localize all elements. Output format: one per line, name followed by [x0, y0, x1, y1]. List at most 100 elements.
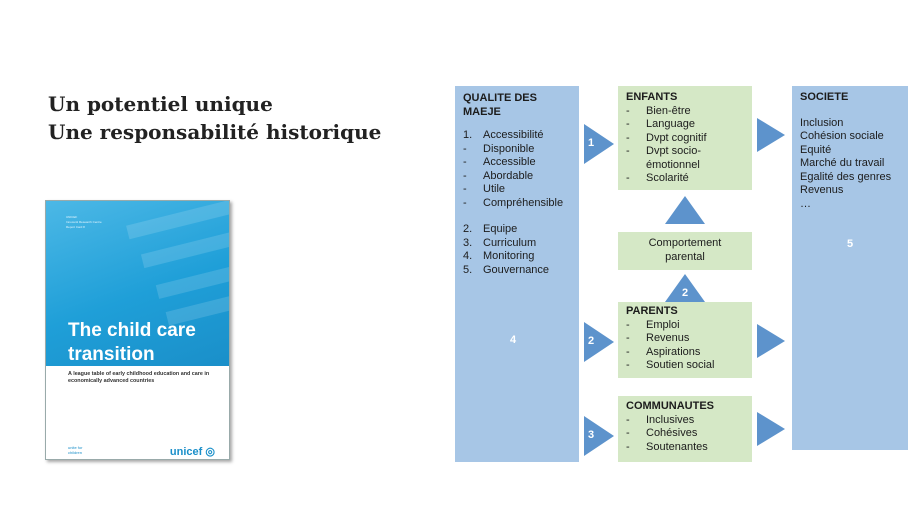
cover-stripe	[126, 201, 229, 240]
list-text: Revenus	[646, 332, 690, 344]
list-item: 1.Accessibilité	[463, 129, 579, 143]
list-item: - Revenus	[626, 332, 752, 346]
list-marker: -	[626, 345, 630, 358]
qualite-list-1: 1.Accessibilité -Disponible -Accessible …	[463, 129, 579, 210]
list-text: Aspirations	[646, 345, 701, 358]
unicef-logo-text: unicef	[169, 446, 203, 458]
arrow-right-icon	[757, 118, 785, 152]
list-item: - Emploi	[626, 319, 752, 333]
list-marker: -	[626, 413, 630, 426]
arrow-right-icon	[757, 324, 785, 358]
unicef-logo: unicef ◎	[170, 445, 215, 458]
list-text: Soutien social	[646, 359, 715, 371]
list-item: Marché du travail	[800, 157, 885, 169]
cover-tagline: unite for children	[68, 445, 82, 455]
list-marker: -	[626, 332, 630, 344]
list-text: Soutenantes	[646, 440, 708, 453]
list-text: Equipe	[483, 223, 518, 235]
parents-title: PARENTS	[626, 305, 678, 317]
enfants-list: -Bien-être -Language -Dvpt cognitif -Dvp…	[626, 105, 752, 186]
comportement-box: Comportement parental	[618, 232, 752, 270]
communautes-box: COMMUNAUTES -Inclusives -Cohésives -Sout…	[618, 396, 752, 462]
cover-small-line: Innocenti Research Centre	[66, 220, 102, 224]
list-text: Accessible	[483, 156, 536, 168]
parents-box: PARENTS - Emploi - Revenus - Aspirations - S…	[618, 302, 752, 378]
list-text: Inclusives	[646, 413, 695, 426]
cover-small-line: UNICEF	[66, 215, 78, 219]
list-item: -Dvpt socio-	[626, 145, 752, 159]
list-text: Dvpt cognitif	[646, 131, 707, 144]
slide-title: Un potentiel unique Une responsabilité h…	[48, 90, 381, 146]
list-item: - Accessible	[463, 156, 579, 170]
arrow-number: 2	[682, 287, 689, 299]
list-marker: -	[463, 156, 467, 168]
list-marker: 5.	[463, 263, 473, 276]
list-text: Emploi	[646, 318, 680, 331]
list-marker: -	[626, 359, 630, 371]
cover-title-line-1: The child care	[68, 320, 196, 341]
list-text: Curriculum	[483, 236, 537, 249]
list-item: Equité	[800, 143, 832, 156]
list-item: - Soutien social	[626, 359, 752, 373]
list-text: Cohésives	[646, 427, 698, 439]
qualite-box: QUALITE DES MAEJE 1.Accessibilité -Dispo…	[455, 86, 579, 462]
list-item: -Scolarité	[626, 172, 752, 186]
list-item: - Soutenantes	[626, 441, 752, 455]
arrow-right-icon	[584, 322, 614, 362]
list-item: -Bien-être	[626, 105, 752, 119]
list-marker: -	[626, 318, 630, 331]
list-marker: 3.	[463, 236, 473, 249]
arrow-right-icon	[584, 416, 614, 456]
cover-stripe	[155, 261, 229, 299]
list-item-continued: émotionnel	[646, 158, 700, 171]
comportement-line-1: Comportement	[648, 237, 722, 249]
list-text: Dvpt socio-	[646, 145, 702, 157]
list-item: Cohésion sociale	[800, 130, 884, 142]
cover-tagline-line: children	[68, 450, 83, 455]
qualite-list-2: 2. Equipe 3. Curriculum 4.Monitoring 5. Gou…	[463, 223, 579, 277]
list-item: Inclusion	[800, 116, 844, 129]
list-marker: 1.	[463, 129, 473, 141]
societe-box: SOCIETE Inclusion Cohésion sociale Equit…	[792, 86, 908, 450]
enfants-title: ENFANTS	[626, 91, 678, 103]
list-text: Compréhensible	[483, 196, 564, 209]
list-text: Gouvernance	[483, 263, 550, 276]
list-text: Language	[646, 118, 695, 130]
list-item: - Compréhensible	[463, 197, 579, 211]
list-text: Scolarité	[646, 172, 689, 184]
list-item: -Utile	[463, 183, 579, 197]
list-item: - Aspirations	[626, 346, 752, 360]
arrow-number: 2	[588, 335, 595, 347]
arrow-right-icon	[757, 412, 785, 446]
list-marker: -	[463, 169, 467, 182]
arrow-up-icon	[665, 274, 705, 302]
report-cover-image: UNICEF Innocenti Research Centre Report …	[45, 200, 230, 460]
cover-small-text: UNICEF Innocenti Research Centre Report …	[66, 215, 102, 230]
cover-subtitle: A league table of early childhood educat…	[68, 371, 210, 384]
qualite-title: QUALITE DES MAEJE	[463, 92, 537, 118]
list-item: 5. Gouvernance	[463, 264, 579, 278]
list-marker: 4.	[463, 250, 473, 262]
list-item: …	[800, 197, 811, 210]
societe-number: 5	[847, 238, 854, 250]
list-item: 4.Monitoring	[463, 250, 579, 264]
enfants-box: ENFANTS -Bien-être -Language -Dvpt cogni…	[618, 86, 752, 190]
cover-tagline-line: unite for	[68, 445, 83, 450]
list-text: Abordable	[483, 169, 534, 182]
cover-stripe	[140, 227, 229, 269]
cover-blue-band: UNICEF Innocenti Research Centre Report …	[46, 201, 229, 366]
list-marker: -	[463, 196, 467, 209]
title-line-1: Un potentiel unique	[48, 92, 273, 116]
arrow-right-icon	[584, 124, 614, 164]
societe-list: Inclusion Cohésion sociale Equité Marché…	[800, 117, 908, 212]
list-marker: 2.	[463, 223, 473, 235]
cover-title: The child care transition	[68, 319, 196, 366]
list-text: Bien-être	[646, 104, 691, 117]
list-marker: -	[463, 142, 467, 155]
list-marker: -	[626, 440, 630, 453]
list-item: -Dvpt cognitif	[626, 132, 752, 146]
arrow-up-icon	[665, 196, 705, 224]
globe-icon: ◎	[205, 446, 215, 458]
arrow-number: 3	[588, 429, 595, 441]
list-item: Egalité des genres	[800, 170, 892, 183]
